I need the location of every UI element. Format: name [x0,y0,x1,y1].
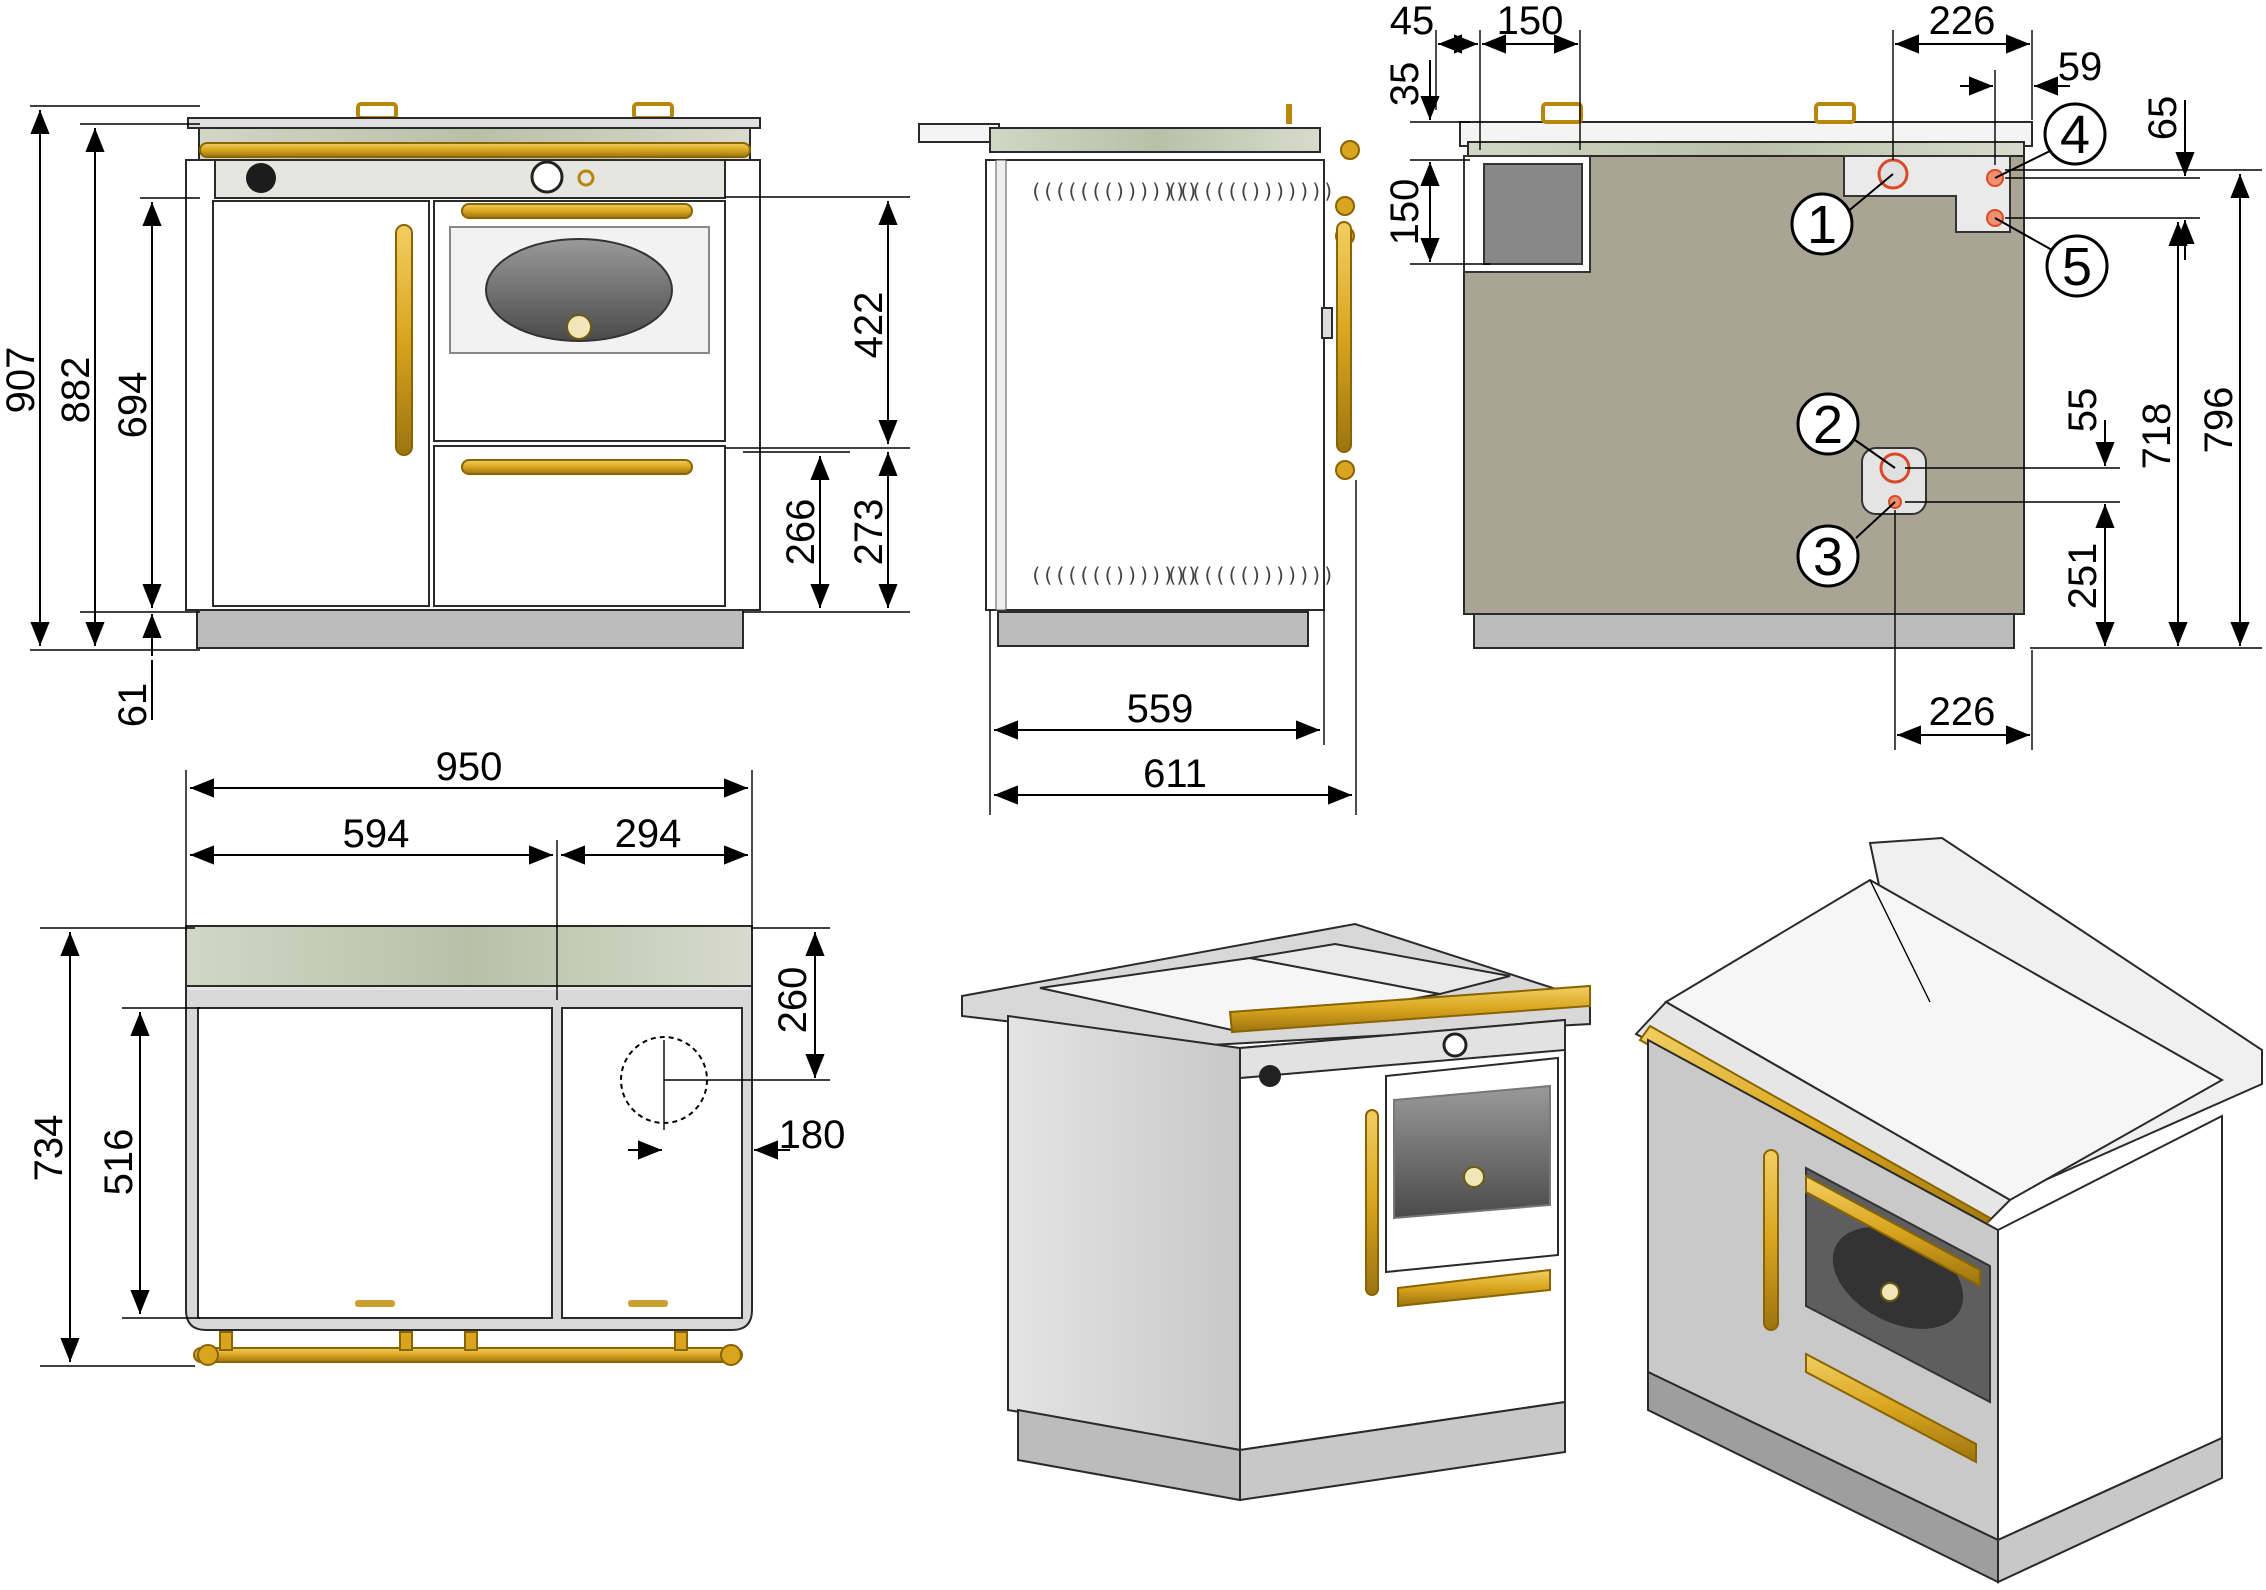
svg-text:5: 5 [2062,237,2092,297]
front-draft-knob [246,163,276,193]
dim-594: 594 [343,812,410,856]
top-dimensions: 950 594 294 734 516 260 180 [27,745,846,1367]
dim-516: 516 [97,1129,141,1196]
side-base [997,611,1309,647]
svg-text:4: 4 [2060,105,2090,165]
dim-907: 907 [0,347,43,414]
front-base [196,609,744,649]
front-thermometer [530,160,564,194]
dim-251: 251 [2061,543,2105,610]
dim-694: 694 [111,372,155,439]
dim-611: 611 [1143,752,1207,796]
side-shelf [918,123,1000,143]
dim-273: 273 [847,499,891,566]
side-view: ((((((())))))) ((((((())))))) ((((((()))… [918,104,1360,647]
dim-718: 718 [2135,403,2179,470]
svg-text:((((((())))))): ((((((())))))) [1030,179,1199,203]
dim-422: 422 [847,292,891,359]
dim-950: 950 [436,745,503,789]
front-oven-handle [461,203,693,219]
front-dimensions: 907 882 694 61 422 273 266 [0,105,910,728]
iso1-towel-rail [1228,984,1591,1034]
iso-view-right [1634,836,2263,1584]
front-firebox-handle [395,224,413,456]
callout-2 [1796,392,1860,456]
dim-180: 180 [779,1113,846,1157]
side-body [985,159,1325,611]
dim-65: 65 [2141,96,2185,141]
svg-text:3: 3 [1813,527,1843,587]
front-drawer-handle [461,459,693,475]
callout-4 [2043,102,2107,166]
svg-text:1: 1 [1807,195,1837,255]
rear-view [1459,102,2033,649]
dim-150-v: 150 [1383,179,1427,246]
dim-266: 266 [779,499,823,566]
top-hotplate-left [197,1007,553,1319]
front-lid-handle-left [356,102,398,120]
dim-260: 260 [771,967,815,1034]
rear-flue-box [1483,163,1583,265]
side-handle [1336,221,1352,453]
dim-294: 294 [615,812,682,856]
front-lid-handle-right [632,102,674,120]
svg-text:((((((())))))): ((((((())))))) [1166,179,1335,203]
dim-150-h: 150 [1497,0,1564,43]
top-view [185,925,753,1366]
dim-734: 734 [27,1115,71,1182]
callout-5 [2045,234,2109,298]
front-view [185,102,761,649]
top-hotplate-right [561,1007,743,1319]
dim-61: 61 [111,683,155,728]
dim-882: 882 [54,357,98,424]
dim-55: 55 [2061,388,2105,433]
svg-text:((((((())))))): ((((((())))))) [1030,563,1199,587]
svg-text:2: 2 [1813,395,1843,455]
side-top-plate [989,127,1321,153]
dim-559: 559 [1127,687,1194,731]
svg-text:((((((())))))): ((((((())))))) [1166,563,1335,587]
callout-1 [1790,192,1854,256]
dim-226-top: 226 [1929,0,1996,43]
side-dimensions: 559 611 [989,480,1357,815]
iso1-side [1007,1014,1241,1452]
dim-226-bottom: 226 [1929,690,1996,734]
dim-59: 59 [2058,45,2103,89]
dim-35: 35 [1383,62,1427,107]
dim-45: 45 [1390,0,1435,43]
iso-view-left [961,922,1591,1502]
front-towel-rail [199,142,751,158]
rear-callouts: 1 2 3 4 5 [1790,102,2109,588]
callout-3 [1796,524,1860,588]
dim-796: 796 [2197,387,2241,454]
rear-base [1473,613,2015,649]
top-rail-stone [185,925,753,991]
front-control-panel [214,159,726,199]
front-firebox-door [212,200,430,607]
rear-dimensions: 45 150 35 150 226 59 65 55 251 718 [1383,0,2262,750]
